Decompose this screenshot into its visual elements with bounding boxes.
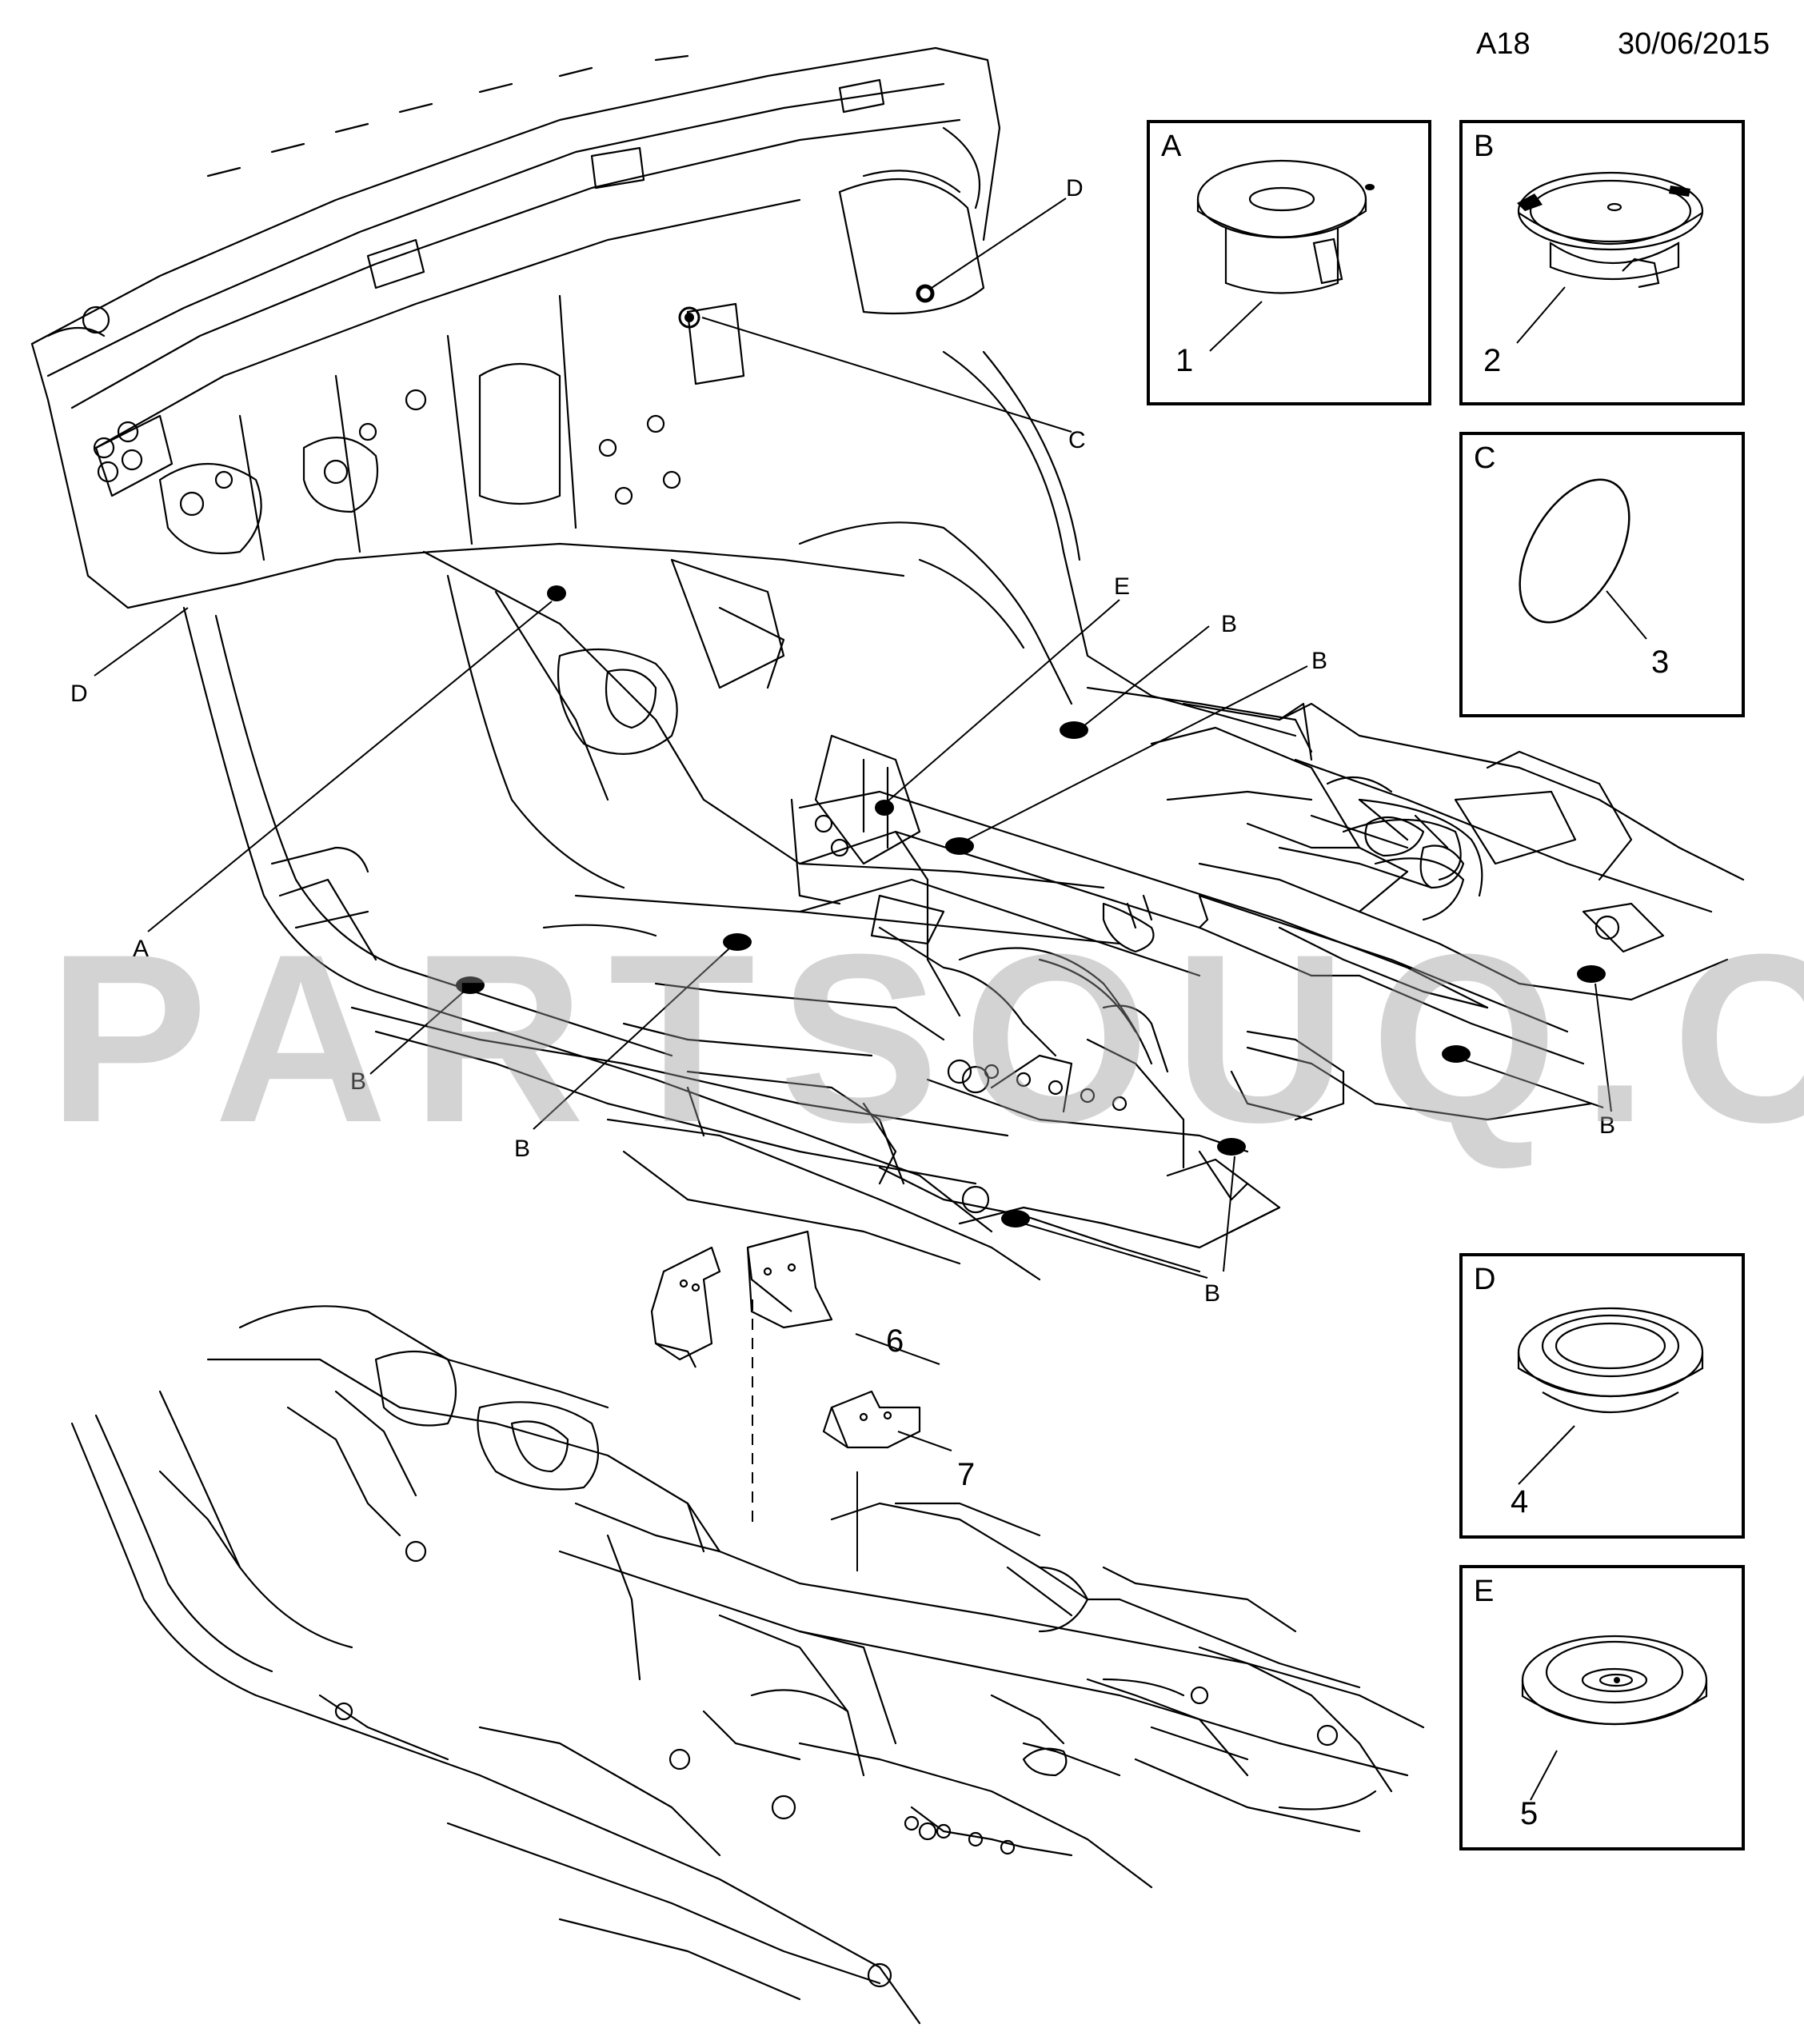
callout-b-right: B xyxy=(1599,1112,1615,1139)
detail-panel-a: A 1 xyxy=(1147,120,1431,405)
front-floor-lower xyxy=(350,1006,1345,1281)
rear-floor-right xyxy=(942,350,1745,1121)
assembly-lines xyxy=(752,1299,952,1571)
diagram-date: 30/06/2015 xyxy=(1618,27,1770,61)
bracket-6 xyxy=(650,1230,833,1368)
diagram-code: A18 xyxy=(1476,27,1531,61)
panel-c-part-number: 3 xyxy=(1651,645,1670,680)
grommet-flat-icon xyxy=(1521,1635,1708,1801)
callout-b-1: B xyxy=(1221,611,1237,637)
panel-e-letter: E xyxy=(1474,1575,1495,1608)
panel-b-letter: B xyxy=(1474,130,1495,163)
panel-b-part-number: 2 xyxy=(1483,343,1502,378)
leader-lines xyxy=(94,198,1612,1279)
callout-b-left: B xyxy=(350,1068,366,1095)
part-number-6: 6 xyxy=(886,1323,904,1359)
detail-panel-c: C 3 xyxy=(1459,432,1745,717)
o-ring-icon xyxy=(1519,478,1647,640)
panel-d-letter: D xyxy=(1474,1263,1496,1296)
left-side-sill xyxy=(182,606,993,1233)
callout-c-top: C xyxy=(1068,427,1086,453)
panel-c-letter: C xyxy=(1474,441,1496,475)
center-tunnel xyxy=(622,790,1489,1201)
detail-panel-d: D 4 xyxy=(1459,1253,1745,1539)
callout-a-left: A xyxy=(133,936,149,962)
drain-plug-icon xyxy=(1516,171,1704,344)
detail-panel-b: B 2 xyxy=(1459,120,1745,405)
callout-b-bottom: B xyxy=(1204,1280,1220,1307)
lower-floor-view xyxy=(70,1305,1425,2025)
marker-group-upper xyxy=(456,284,1606,1228)
bracket-7 xyxy=(822,1390,921,1449)
dash-panel xyxy=(30,46,1001,609)
callout-b-2: B xyxy=(1311,648,1327,674)
callout-d-left: D xyxy=(70,681,88,707)
panel-e-part-number: 5 xyxy=(1520,1796,1539,1831)
callout-e: E xyxy=(1114,573,1130,600)
upper-floor-pan xyxy=(422,521,1121,945)
panel-d-part-number: 4 xyxy=(1511,1484,1529,1519)
grommet-icon xyxy=(1517,1307,1704,1485)
callout-d-top: D xyxy=(1066,175,1084,202)
plug-icon xyxy=(1196,159,1375,352)
detail-panel-e: E 5 xyxy=(1459,1565,1745,1850)
panel-a-part-number: 1 xyxy=(1175,343,1194,378)
panel-a-letter: A xyxy=(1161,130,1182,163)
callout-b-center: B xyxy=(514,1136,530,1162)
part-number-7: 7 xyxy=(957,1457,975,1492)
